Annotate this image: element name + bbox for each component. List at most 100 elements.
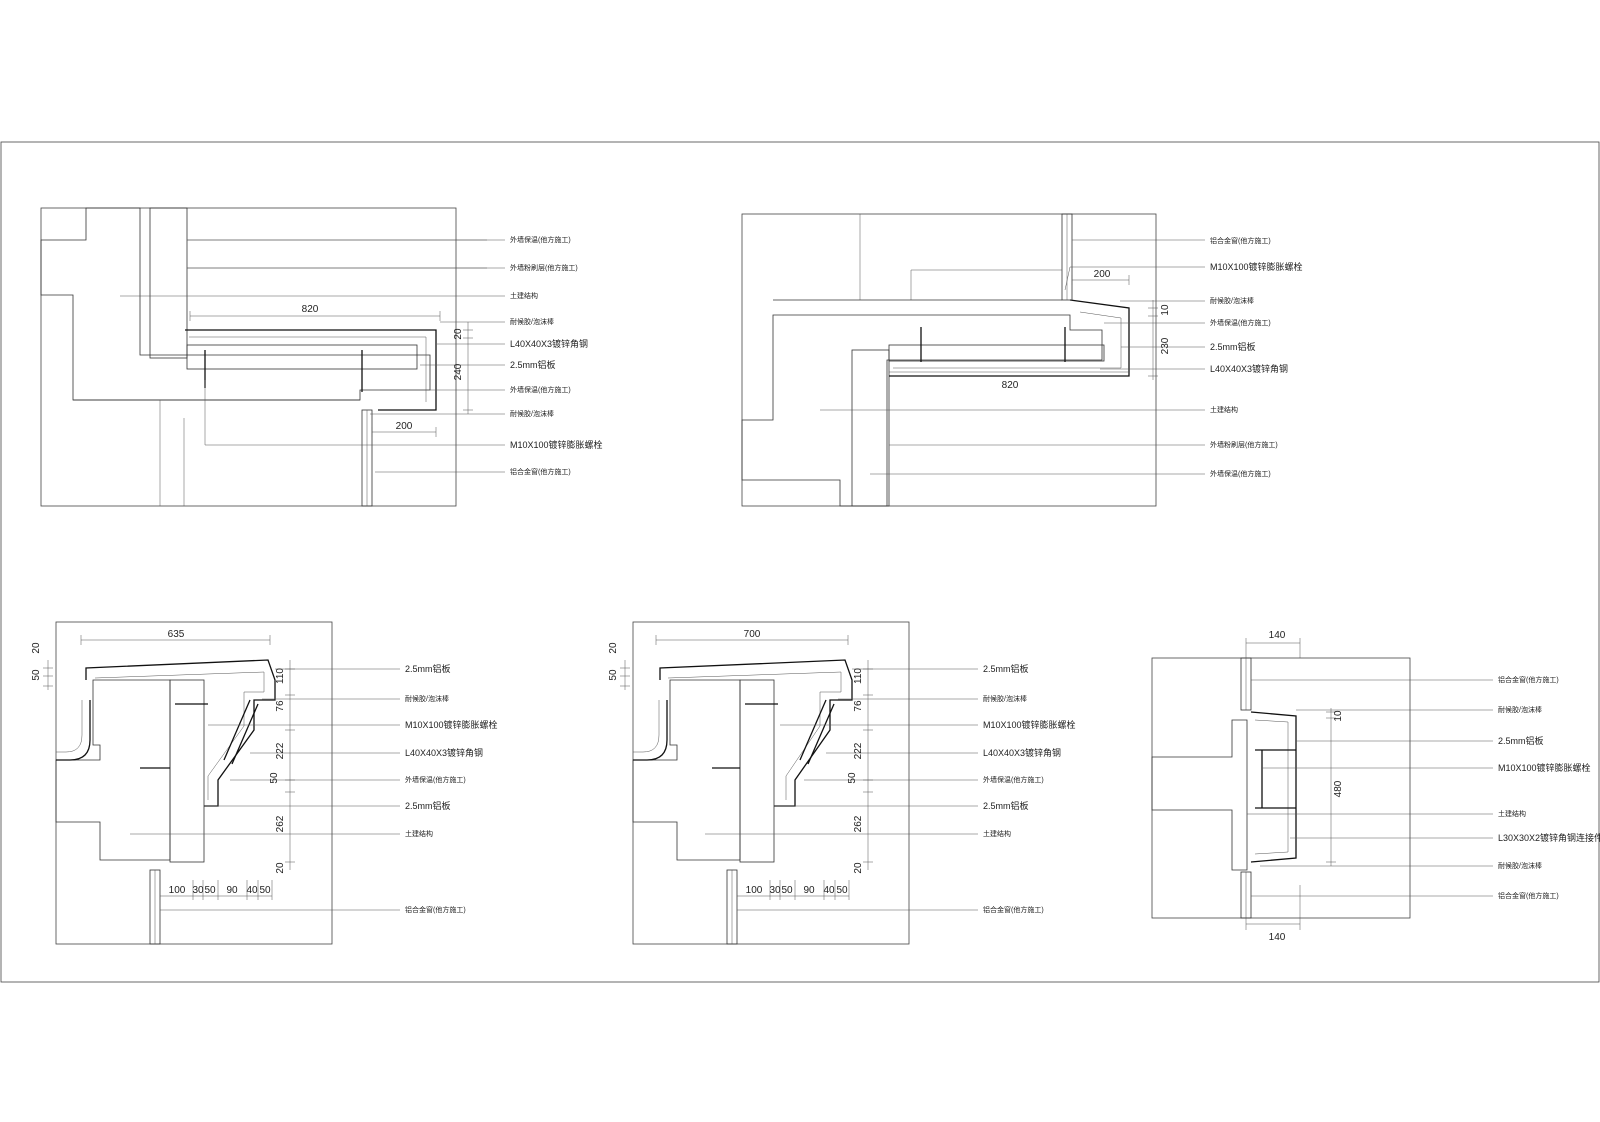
detail-4-label-6: 2.5mm铝板 [983,800,1029,811]
detail-4-dim-b5: 40 [823,885,835,896]
detail-3-label-1: 2.5mm铝板 [405,663,451,674]
detail-2-panel [889,299,1130,377]
detail-1-dim-window: 200 [396,421,413,432]
detail-1-label-1: 外墙保温(他方施工) [510,235,571,244]
detail-5-label-8: 铝合金窗(他方施工) [1498,891,1559,900]
detail-1-dim-lines [189,311,473,437]
detail-3-dim-110: 110 [275,668,286,684]
detail-2-leaders [820,239,1205,475]
detail-3-dim-20-bottom: 20 [275,862,286,874]
detail-5-panel [1250,711,1297,863]
detail-1-label-10: 铝合金窗(他方施工) [510,467,571,476]
detail-3-dim-left-20: 20 [31,642,42,654]
detail-1-dim-top: 20 [453,328,464,340]
detail-2-concrete [741,314,1103,507]
detail-3-label-7: 土建结构 [405,829,433,838]
detail-3-dim-222: 222 [275,742,286,759]
detail-3-dim-width: 635 [168,629,185,640]
detail-4-label-8: 铝合金窗(他方施工) [983,905,1044,914]
detail-2-label-8: 外墙粉刷层(他方施工) [1210,440,1278,449]
detail-1-label-6: 2.5mm铝板 [510,359,556,370]
detail-3-dim-lines [43,635,295,900]
detail-1-leaders [120,239,505,473]
detail-3-label-3: M10X100镀锌膨胀螺栓 [405,719,498,730]
detail-4-dim-left-50: 50 [608,669,619,681]
detail-1-insulation-col [149,207,188,359]
detail-4-dim-50: 50 [847,772,858,784]
detail-2-label-4: 外墙保温(他方施工) [1210,318,1271,327]
detail-1-label-3: 土建结构 [510,291,538,300]
detail-5-dim-10: 10 [1333,710,1344,722]
detail-1-dim-height: 240 [453,363,464,380]
detail-5-label-6: L30X30X2镀锌角钢连接件 [1498,832,1600,843]
detail-4-label-2: 耐候胶/泡沫棒 [983,694,1027,703]
detail-4-dim-110: 110 [853,668,864,684]
detail-4-label-1: 2.5mm铝板 [983,663,1029,674]
detail-1-label-4: 耐候胶/泡沫棒 [510,317,554,326]
detail-1-label-2: 外墙粉刷层(他方施工) [510,263,578,272]
detail-5-label-1: 铝合金窗(他方施工) [1498,675,1559,684]
detail-5-label-4: M10X100镀锌膨胀螺栓 [1498,762,1591,773]
detail-4-dim-262: 262 [853,815,864,832]
detail-3-dim-b2: 30 [192,885,204,896]
detail-3-dim-left-50: 50 [31,669,42,681]
detail-1: 820 20 240 200 外墙保温(他方施工) 外墙粉刷层(他方施工) 土建… [40,207,603,507]
detail-1-insulation-row [186,344,418,370]
detail-3-dim-b6: 50 [259,885,271,896]
detail-2-label-5: 2.5mm铝板 [1210,341,1256,352]
detail-1-label-9: M10X100镀锌膨胀螺栓 [510,439,603,450]
detail-3-dim-76: 76 [275,700,286,712]
detail-4-dim-lines [620,635,873,900]
detail-3-dim-262: 262 [275,815,286,832]
detail-5-dim-top: 140 [1269,630,1286,641]
detail-3-dim-b1: 100 [169,885,186,896]
detail-5: 140 10 480 140 铝合金窗(他方施工) 耐候胶/泡沫棒 2.5mm铝… [1151,630,1600,943]
detail-5-dim-lines [1245,638,1336,930]
detail-2-insulation-col [851,349,890,507]
detail-4-concrete [632,679,741,861]
detail-5-dim-bottom: 140 [1269,932,1286,943]
detail-2-dim-window: 200 [1094,269,1111,280]
detail-5-label-2: 耐候胶/泡沫棒 [1498,705,1542,714]
detail-1-panel [185,329,437,411]
detail-4-dim-b4: 90 [803,885,815,896]
detail-2-dim-width: 820 [1002,380,1019,391]
detail-2-label-3: 耐候胶/泡沫棒 [1210,296,1254,305]
detail-3-label-4: L40X40X3镀锌角钢 [405,747,483,758]
detail-3-panel [85,659,276,807]
detail-1-concrete [40,207,431,401]
detail-4-dim-width: 700 [744,629,761,640]
detail-3-dim-b3: 50 [204,885,216,896]
detail-3-label-2: 耐候胶/泡沫棒 [405,694,449,703]
detail-3-label-6: 2.5mm铝板 [405,800,451,811]
detail-4-panel [659,659,853,807]
detail-3: 635 20 50 110 76 222 50 262 20 100 30 50… [31,621,498,945]
detail-2-label-7: 土建结构 [1210,405,1238,414]
detail-4-insulation-col [739,679,775,863]
detail-4-dim-b2: 30 [769,885,781,896]
detail-2-label-9: 外墙保温(他方施工) [1210,469,1271,478]
detail-2: 200 10 230 820 铝合金窗(他方施工) M10X100镀锌膨胀螺栓 … [741,213,1303,507]
detail-1-dim-width: 820 [302,304,319,315]
detail-4-dim-b3: 50 [781,885,793,896]
detail-5-label-7: 耐候胶/泡沫棒 [1498,861,1542,870]
detail-4-dim-b6: 50 [836,885,848,896]
detail-3-dim-b4: 90 [226,885,238,896]
detail-5-leaders [1247,679,1493,897]
detail-2-insulation-row [888,344,1105,362]
detail-1-label-7: 外墙保温(他方施工) [510,385,571,394]
detail-4-leaders [705,668,978,911]
detail-4-dim-222: 222 [853,742,864,759]
detail-3-dim-50: 50 [269,772,280,784]
detail-4-dim-b1: 100 [746,885,763,896]
detail-4-label-5: 外墙保温(他方施工) [983,775,1044,784]
detail-2-dim-lines [889,275,1158,380]
detail-2-label-1: 铝合金窗(他方施工) [1210,236,1271,245]
detail-4-label-3: M10X100镀锌膨胀螺栓 [983,719,1076,730]
detail-2-frame [741,213,1157,507]
detail-5-frame [1151,657,1411,919]
sheet-border [0,141,1600,983]
detail-3-concrete [55,679,171,861]
detail-4: 700 20 50 110 76 222 50 262 20 100 30 50… [608,621,1076,945]
